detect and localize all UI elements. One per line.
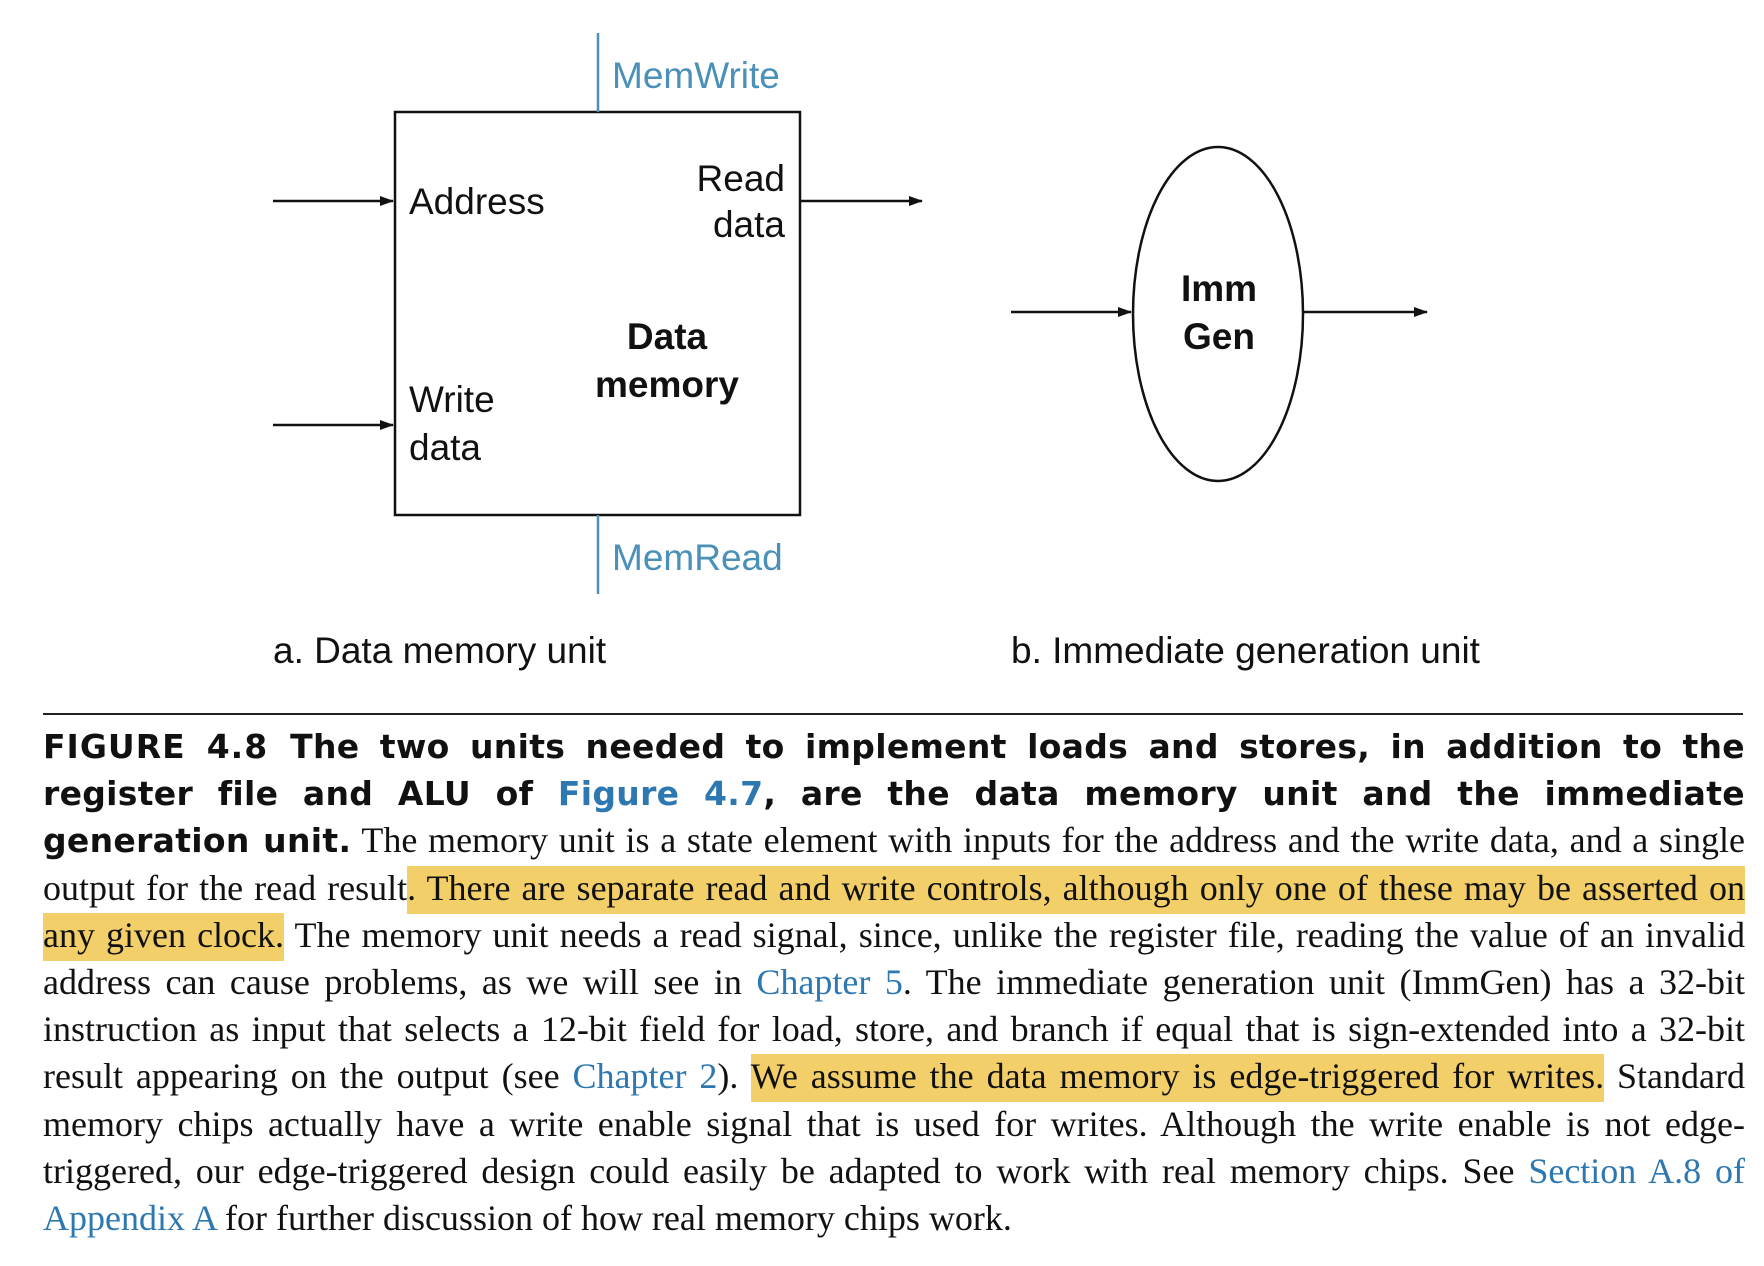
caption-body-text-2: The memory unit needs a read signal, sin…	[43, 914, 1745, 1003]
appendix-a-section-link[interactable]: Section A.8 of Appendix A	[43, 1150, 1745, 1239]
chapter-2-link[interactable]: Chapter 2	[572, 1056, 718, 1097]
read-data-label-line2: data	[713, 204, 785, 245]
caption-heading-text-2: , are the data memory unit and the immed…	[43, 774, 1745, 861]
caption-heading-text-1: The two units needed to implement loads …	[43, 727, 1745, 814]
caption-body-text-3: . The immediate generation unit (ImmGen)…	[43, 962, 1745, 1097]
chapter-5-link[interactable]: Chapter 5	[756, 962, 903, 1003]
figure-4-8-diagram: MemWrite MemRead Address Read data Data …	[273, 33, 1481, 671]
imm-gen-label-line1: Imm	[1181, 268, 1257, 309]
write-data-label-line2: data	[409, 427, 481, 468]
figure-label: FIGURE 4.8	[43, 727, 269, 766]
imm-gen-label-line2: Gen	[1183, 316, 1255, 357]
imm-gen-unit: Imm Gen b. Immediate generation unit	[1011, 145, 1481, 671]
memread-label: MemRead	[612, 537, 783, 578]
data-memory-title-line2: memory	[595, 364, 739, 405]
caption-body-text-4: ).	[717, 1056, 751, 1097]
address-label: Address	[409, 181, 545, 222]
caption-body-text-5: Standard memory chips actually have a wr…	[43, 1056, 1746, 1191]
caption-divider	[43, 713, 1743, 715]
data-memory-box	[393, 110, 802, 517]
write-data-label-line1: Write	[409, 379, 495, 420]
data-memory-title-line1: Data	[627, 316, 708, 357]
caption-body-text-6: for further discussion of how real memor…	[216, 1198, 1012, 1239]
data-memory-sublabel: a. Data memory unit	[273, 630, 607, 671]
highlighted-sentence-2: We assume the data memory is edge-trigge…	[750, 1054, 1605, 1103]
read-data-label-line1: Read	[697, 158, 785, 199]
data-memory-unit: MemWrite MemRead Address Read data Data …	[273, 33, 923, 671]
figure-4-7-link[interactable]: Figure 4.7	[557, 774, 764, 814]
imm-gen-sublabel: b. Immediate generation unit	[1011, 630, 1481, 671]
imm-gen-ellipse	[1131, 145, 1305, 483]
caption-body-text-1: The memory unit is a state element with …	[43, 820, 1745, 908]
memwrite-label: MemWrite	[612, 55, 780, 96]
